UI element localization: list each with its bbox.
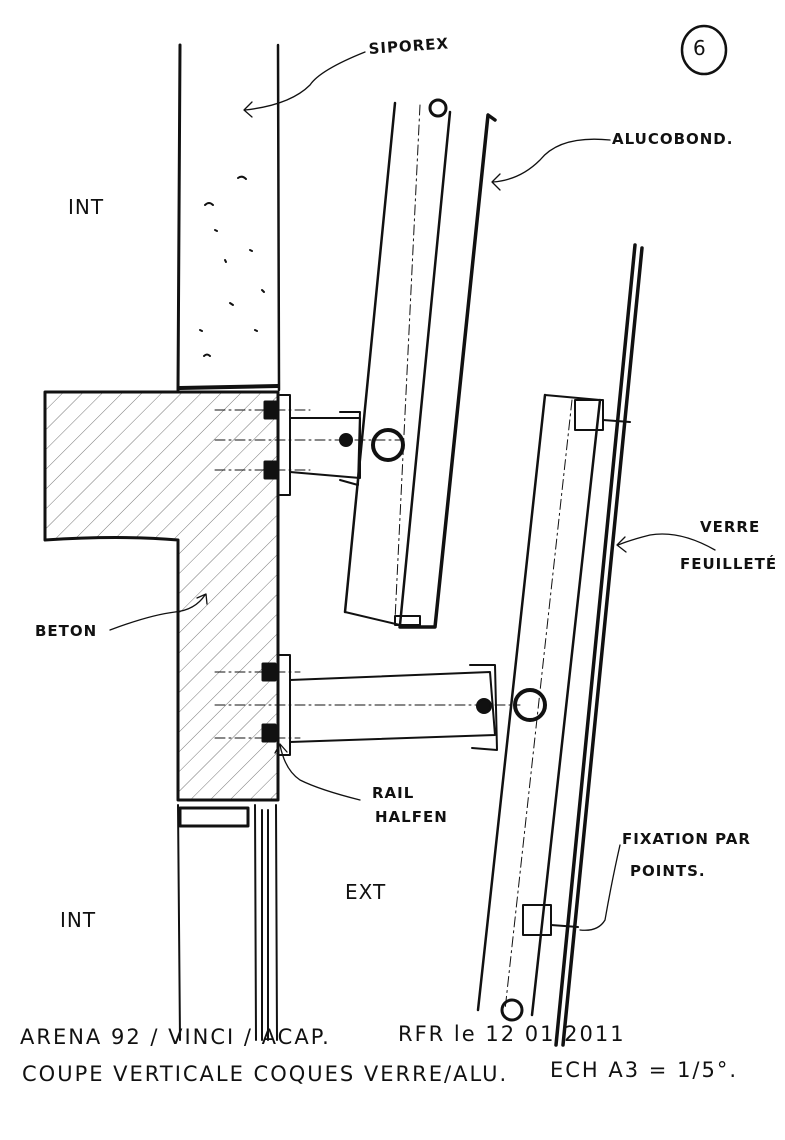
title-drawing: COUPE VERTICALE COQUES VERRE/ALU. (22, 1062, 509, 1086)
label-points: POINTS. (630, 862, 706, 880)
title-author-date: RFR le 12 01 2011 (398, 1022, 626, 1046)
alucobond-shell (343, 98, 497, 629)
label-ext: EXT (345, 880, 387, 904)
label-rail-halfen-1: RAIL (372, 784, 415, 802)
sheet-number: 6 (693, 36, 707, 60)
lower-wall (177, 804, 278, 1041)
upper-bracket (279, 394, 361, 496)
concrete-slab (43, 390, 280, 802)
sheet-number-circle (680, 24, 728, 76)
siporex-wall (176, 43, 281, 392)
glass-shell (476, 243, 644, 1047)
label-beton: BETON (35, 622, 98, 640)
label-int-bottom: INT (60, 908, 97, 932)
lower-bracket (277, 654, 498, 756)
label-int-top: INT (68, 195, 105, 219)
label-alucobond: ALUCOBOND. (612, 130, 734, 148)
leader-lines (109, 51, 716, 931)
label-fixation: FIXATION PAR (622, 830, 751, 848)
label-rail-halfen-2: HALFEN (375, 808, 448, 826)
label-verre: VERRE (700, 518, 761, 536)
title-project: ARENA 92 / VINCI / ACAP. (20, 1025, 331, 1049)
label-feuillete: FEUILLETÉ (680, 555, 778, 573)
title-scale: ECH A3 = 1/5°. (550, 1058, 739, 1082)
